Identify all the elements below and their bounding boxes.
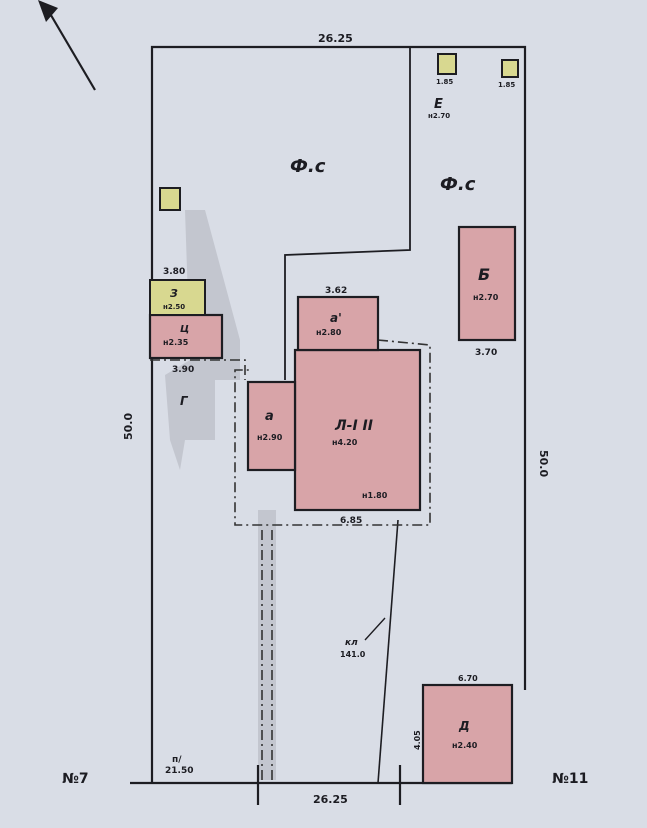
neighbor-right: №11 bbox=[552, 771, 588, 787]
d-side: 4.05 bbox=[413, 730, 422, 750]
d-width: 6.70 bbox=[458, 674, 478, 683]
a1-height: н2.80 bbox=[316, 328, 342, 337]
dim-bottom: 26.25 bbox=[313, 793, 348, 806]
dim-right: 50.0 bbox=[537, 450, 550, 477]
dashed-outlines bbox=[150, 339, 431, 780]
a1-width: 3.62 bbox=[325, 286, 347, 296]
e-letter: Е bbox=[434, 97, 443, 112]
building-e bbox=[437, 53, 457, 75]
ts-height: н2.35 bbox=[163, 338, 189, 347]
a1-letter: а' bbox=[330, 311, 342, 325]
d-letter: Д bbox=[458, 719, 470, 733]
building-ts bbox=[148, 313, 224, 360]
gate-label: п/ bbox=[172, 755, 182, 765]
building-a1 bbox=[296, 295, 380, 352]
dim-top: 26.25 bbox=[318, 32, 353, 45]
e-height: н2.70 bbox=[428, 112, 450, 120]
main-height: н4.20 bbox=[332, 438, 358, 447]
building-main bbox=[293, 348, 422, 512]
a-letter: а bbox=[265, 409, 274, 424]
yard-label-2: Ф.с bbox=[440, 174, 476, 195]
b-letter: Б bbox=[478, 265, 490, 284]
ts-letter: Ц bbox=[180, 324, 189, 335]
building-d bbox=[421, 683, 514, 785]
a-height: н2.90 bbox=[257, 433, 283, 442]
b-height: н2.70 bbox=[473, 293, 499, 302]
main-letter: Л-I II bbox=[334, 418, 373, 434]
building-b bbox=[457, 225, 517, 342]
north-arrow-icon bbox=[38, 0, 96, 91]
well-label: кл bbox=[345, 638, 358, 648]
inner-fence bbox=[284, 47, 411, 380]
z-height: н2.50 bbox=[163, 303, 185, 311]
z-letter: З bbox=[170, 287, 178, 300]
d-height: н2.40 bbox=[452, 741, 478, 750]
well-value: 141.0 bbox=[340, 650, 366, 659]
g-letter: Г bbox=[180, 394, 189, 408]
b-width: 3.70 bbox=[475, 348, 497, 358]
neighbor-left: №7 bbox=[62, 771, 89, 787]
e-size2: 1.85 bbox=[498, 81, 515, 89]
water-line bbox=[377, 519, 399, 784]
building-z bbox=[149, 279, 206, 316]
yard-label-1: Ф.с bbox=[290, 156, 326, 177]
shed-left bbox=[159, 187, 181, 211]
e-size1: 1.85 bbox=[436, 78, 453, 86]
dim-left: 50.0 bbox=[122, 413, 135, 440]
main-width: 6.85 bbox=[340, 516, 362, 526]
dim-bottom-segment: 21.50 bbox=[165, 766, 193, 776]
building-a bbox=[246, 380, 297, 472]
main-inner: н1.80 bbox=[362, 491, 388, 500]
z-width: 3.80 bbox=[163, 267, 185, 277]
ts-width: 3.90 bbox=[172, 365, 194, 375]
shed-small bbox=[501, 59, 519, 78]
